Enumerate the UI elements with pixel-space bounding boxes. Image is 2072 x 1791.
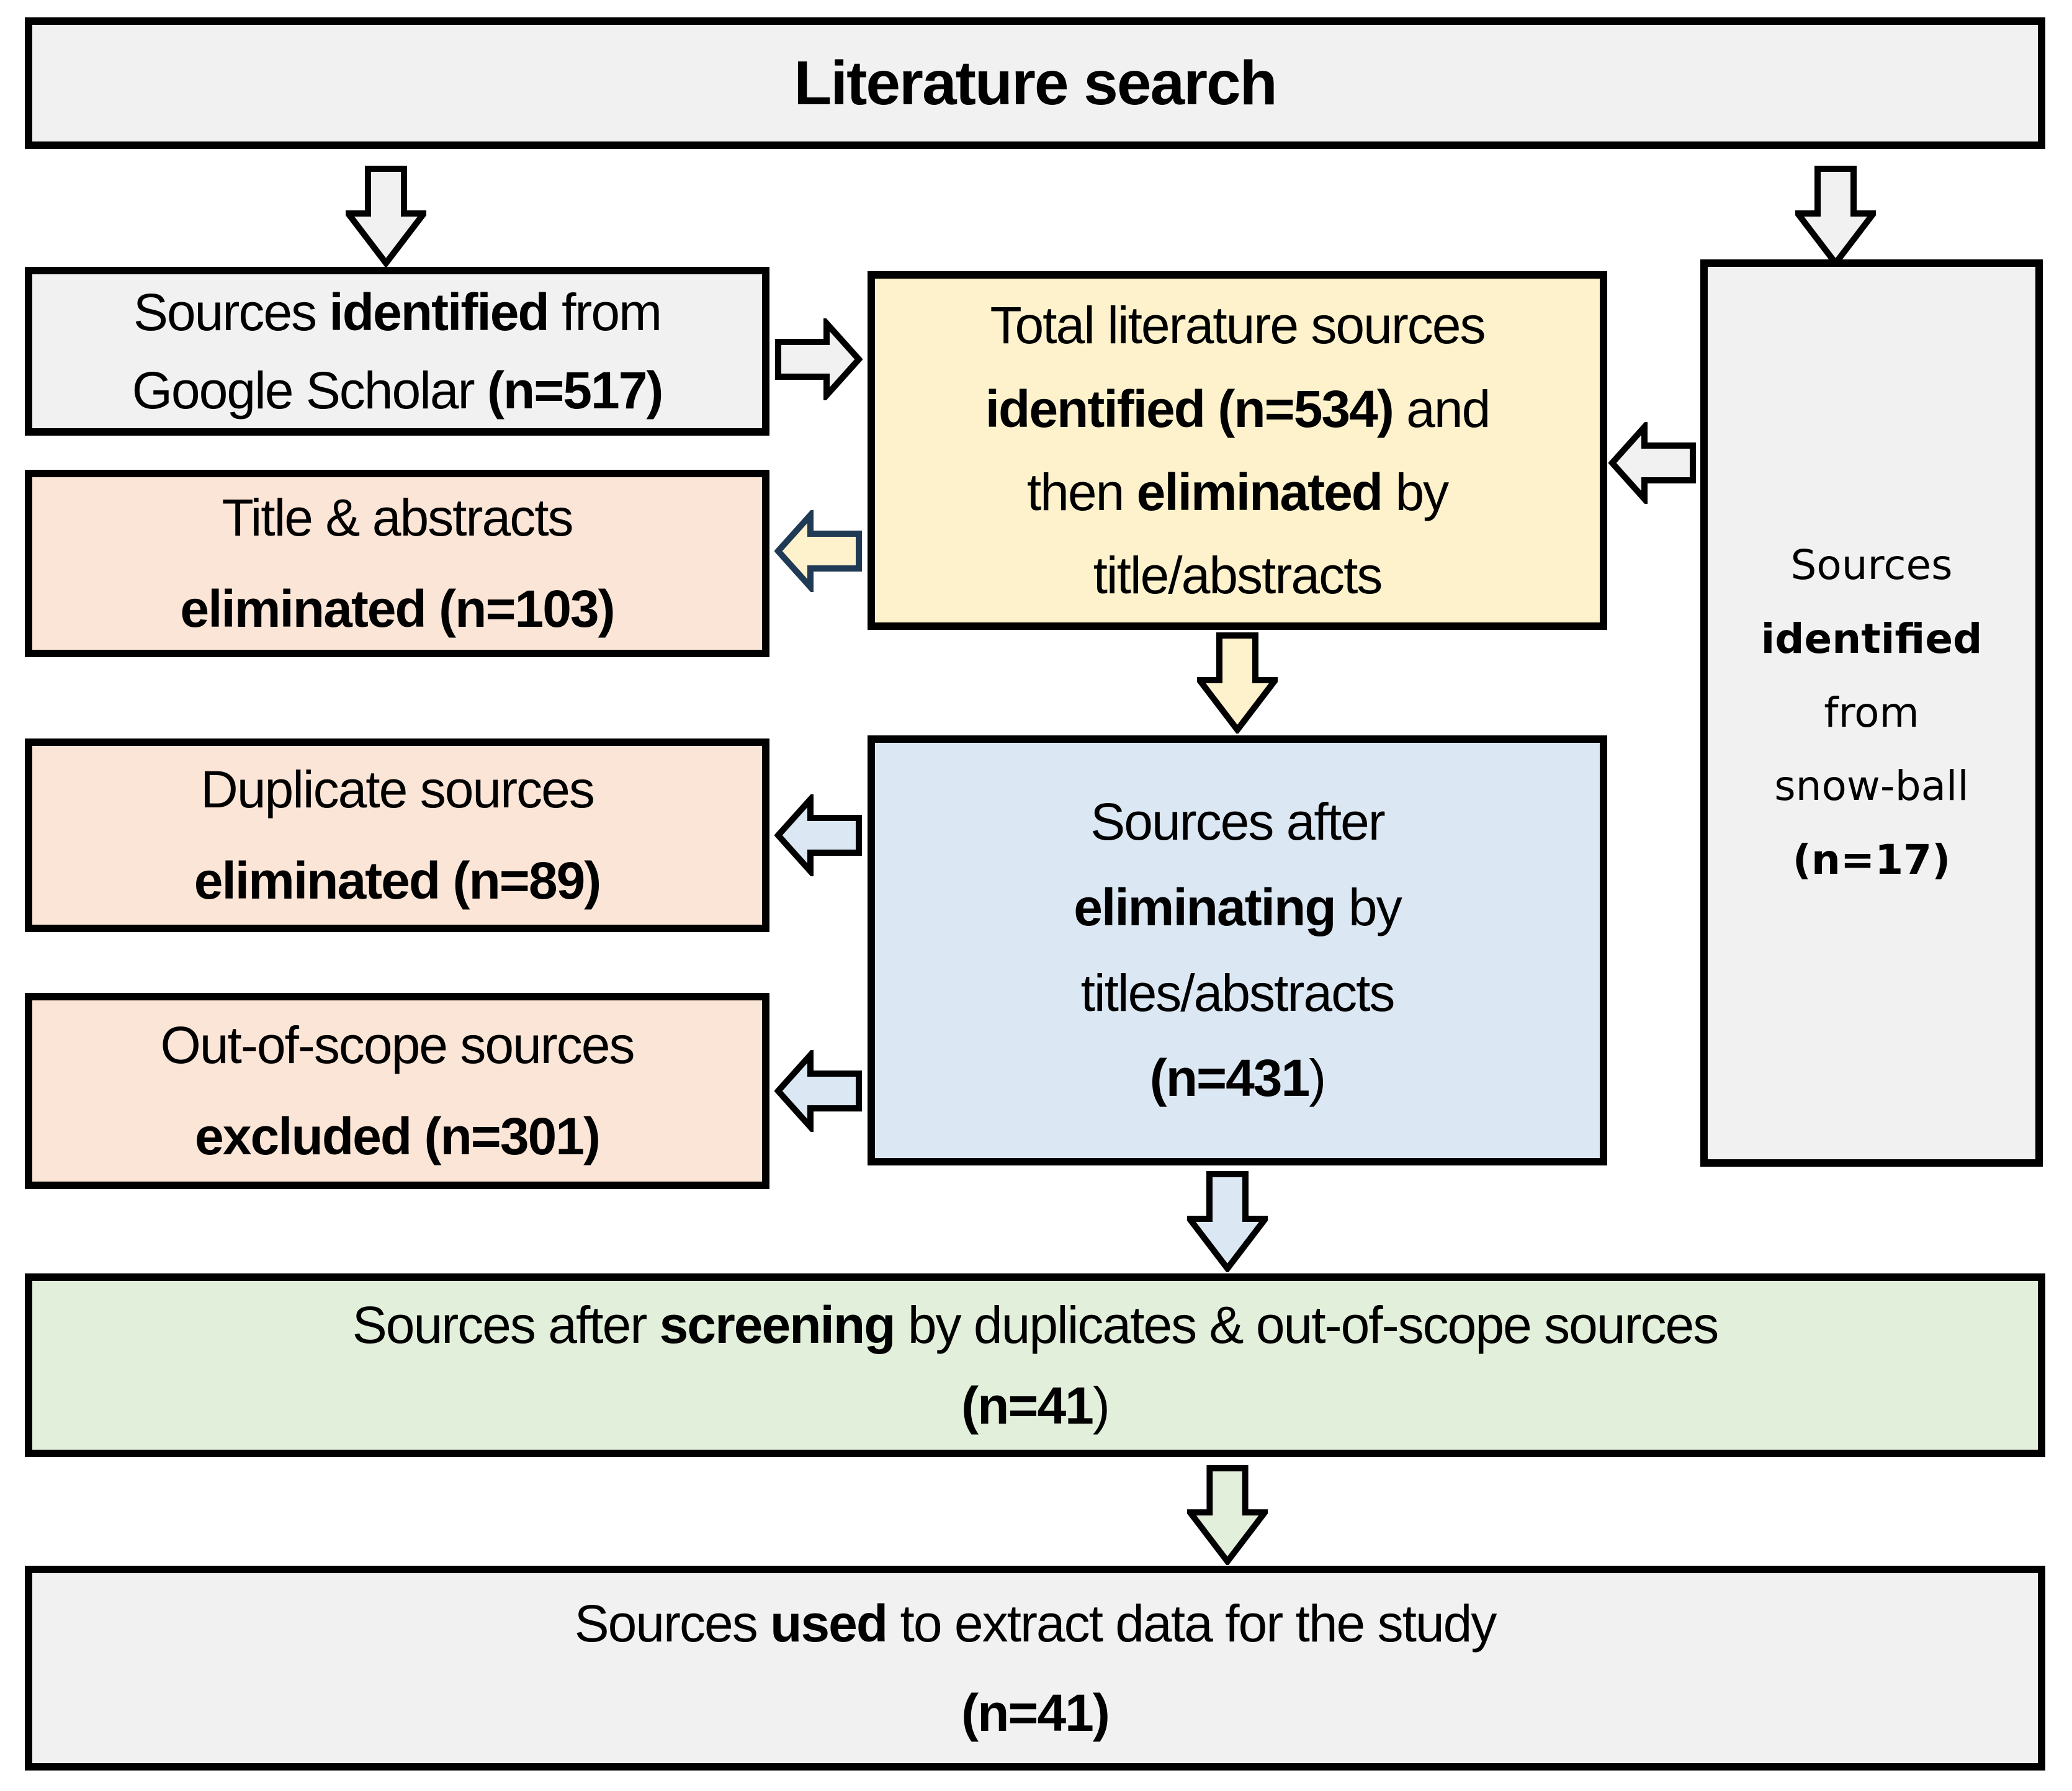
text-segment-bold: (n=17) bbox=[1792, 836, 1951, 884]
text-segment-bold: identified bbox=[329, 283, 549, 341]
box-title-abstracts-eliminated: Title & abstracts eliminated (n=103) bbox=[25, 470, 769, 657]
text-segment-bold: (n=431 bbox=[1149, 1049, 1310, 1108]
box-out-of-scope-excluded: Out-of-scope sources excluded (n=301) bbox=[25, 993, 769, 1189]
text-segment-bold: identified bbox=[1760, 614, 1983, 663]
left-arrow-shape bbox=[774, 794, 862, 876]
text-line: Out-of-scope sources bbox=[160, 1000, 635, 1091]
text-segment-bold: (n=517) bbox=[487, 361, 663, 420]
text-segment: then bbox=[1026, 463, 1137, 521]
text-segment-bold: eliminated bbox=[1136, 463, 1383, 521]
text-segment: Duplicate sources bbox=[200, 760, 595, 819]
text-segment-bold: excluded (n=301) bbox=[195, 1107, 601, 1165]
down-arrow-icon bbox=[346, 166, 426, 267]
left-arrow-shape bbox=[1608, 422, 1696, 504]
text-segment: Sources bbox=[133, 283, 330, 341]
text-segment: Sources after bbox=[352, 1295, 660, 1354]
text-segment: to extract data for the study bbox=[887, 1594, 1497, 1653]
text-segment: and bbox=[1393, 379, 1491, 438]
box-sources-snowball: Sources identified from snow-ball (n=17) bbox=[1700, 259, 2043, 1167]
text-segment: Sources bbox=[1790, 541, 1953, 589]
left-arrow-shape bbox=[774, 510, 862, 592]
left-arrow-icon bbox=[774, 1050, 862, 1132]
text-segment: Out-of-scope sources bbox=[160, 1016, 635, 1074]
text-line: title/abstracts bbox=[1093, 534, 1383, 617]
text-line: (n=431) bbox=[1149, 1036, 1326, 1121]
text-line: Duplicate sources bbox=[200, 744, 595, 835]
left-arrow-icon bbox=[774, 794, 862, 876]
right-arrow-icon bbox=[775, 318, 863, 400]
text-line: Literature search bbox=[794, 46, 1277, 120]
text-segment: by bbox=[1335, 878, 1402, 936]
text-segment-bold: screening bbox=[659, 1295, 896, 1354]
left-arrow-shape bbox=[774, 1050, 862, 1132]
right-arrow-shape bbox=[775, 318, 863, 400]
down-arrow-shape bbox=[1197, 632, 1278, 734]
text-segment: snow-ball bbox=[1774, 762, 1969, 810]
text-segment: title/abstracts bbox=[1093, 546, 1383, 605]
text-line: (n=41) bbox=[961, 1668, 1110, 1757]
text-line: then eliminated by bbox=[1026, 451, 1449, 534]
left-arrow-icon bbox=[774, 510, 862, 592]
text-line: identified (n=534) and bbox=[985, 367, 1491, 451]
text-line: Google Scholar (n=517) bbox=[132, 351, 664, 429]
text-line: Sources bbox=[1790, 529, 1952, 603]
text-segment-bold: identified (n=534) bbox=[985, 379, 1394, 438]
text-line: identified bbox=[1761, 603, 1983, 676]
text-line: excluded (n=301) bbox=[195, 1091, 601, 1182]
text-segment-bold: (n=41 bbox=[961, 1376, 1094, 1435]
text-segment: ) bbox=[1309, 1049, 1326, 1108]
box-total-sources-identified: Total literature sources identified (n=53… bbox=[868, 271, 1607, 630]
text-segment: by duplicates & out-of-scope sources bbox=[894, 1295, 1719, 1354]
text-line: Total literature sources bbox=[990, 284, 1486, 367]
text-line: eliminated (n=89) bbox=[194, 835, 602, 927]
down-arrow-icon bbox=[1795, 166, 1876, 267]
text-segment-bold: eliminating bbox=[1074, 878, 1336, 936]
down-arrow-shape bbox=[1187, 1465, 1268, 1565]
text-segment-bold: Literature search bbox=[794, 48, 1277, 118]
text-segment-bold: eliminated (n=89) bbox=[194, 851, 602, 910]
box-sources-used: Sources used to extract data for the stu… bbox=[25, 1566, 2045, 1771]
text-segment: Sources bbox=[574, 1594, 771, 1653]
text-line: from bbox=[1824, 676, 1919, 750]
box-sources-after-eliminating: Sources after eliminating by titles/abstra… bbox=[868, 735, 1607, 1165]
text-segment: Google Scholar bbox=[132, 361, 487, 420]
down-arrow-icon bbox=[1187, 1465, 1268, 1565]
text-segment: Total literature sources bbox=[990, 296, 1486, 355]
text-segment: titles/abstracts bbox=[1080, 963, 1396, 1022]
text-segment-bold: (n=41) bbox=[961, 1684, 1110, 1742]
text-segment-bold: eliminated (n=103) bbox=[180, 580, 615, 638]
text-line: (n=41) bbox=[961, 1365, 1110, 1446]
text-segment: ) bbox=[1092, 1376, 1110, 1435]
down-arrow-shape bbox=[1187, 1171, 1268, 1272]
text-segment: from bbox=[1824, 688, 1919, 737]
text-segment: by bbox=[1382, 463, 1449, 521]
text-line: Sources used to extract data for the stu… bbox=[574, 1579, 1497, 1668]
text-line: snow-ball bbox=[1774, 750, 1968, 824]
box-duplicate-sources-eliminated: Duplicate sources eliminated (n=89) bbox=[25, 738, 769, 932]
down-arrow-icon bbox=[1197, 632, 1278, 734]
text-line: Sources identified from bbox=[133, 273, 662, 351]
text-segment-bold: used bbox=[770, 1594, 888, 1653]
text-segment: Sources after bbox=[1090, 792, 1386, 851]
down-arrow-shape bbox=[1795, 166, 1876, 267]
box-literature-search: Literature search bbox=[25, 17, 2045, 149]
text-line: eliminating by bbox=[1074, 865, 1402, 951]
text-line: eliminated (n=103) bbox=[180, 563, 615, 655]
text-line: Sources after bbox=[1090, 779, 1386, 865]
text-line: Title & abstracts bbox=[222, 472, 573, 563]
text-line: Sources after screening by duplicates & … bbox=[352, 1285, 1719, 1365]
text-line: titles/abstracts bbox=[1080, 951, 1396, 1036]
down-arrow-icon bbox=[1187, 1171, 1268, 1272]
text-segment: from bbox=[548, 283, 662, 341]
box-sources-after-screening: Sources after screening by duplicates & … bbox=[25, 1273, 2045, 1457]
text-line: (n=17) bbox=[1793, 824, 1950, 897]
left-arrow-icon bbox=[1608, 422, 1696, 504]
down-arrow-shape bbox=[346, 166, 426, 267]
text-segment: Title & abstracts bbox=[222, 488, 573, 547]
